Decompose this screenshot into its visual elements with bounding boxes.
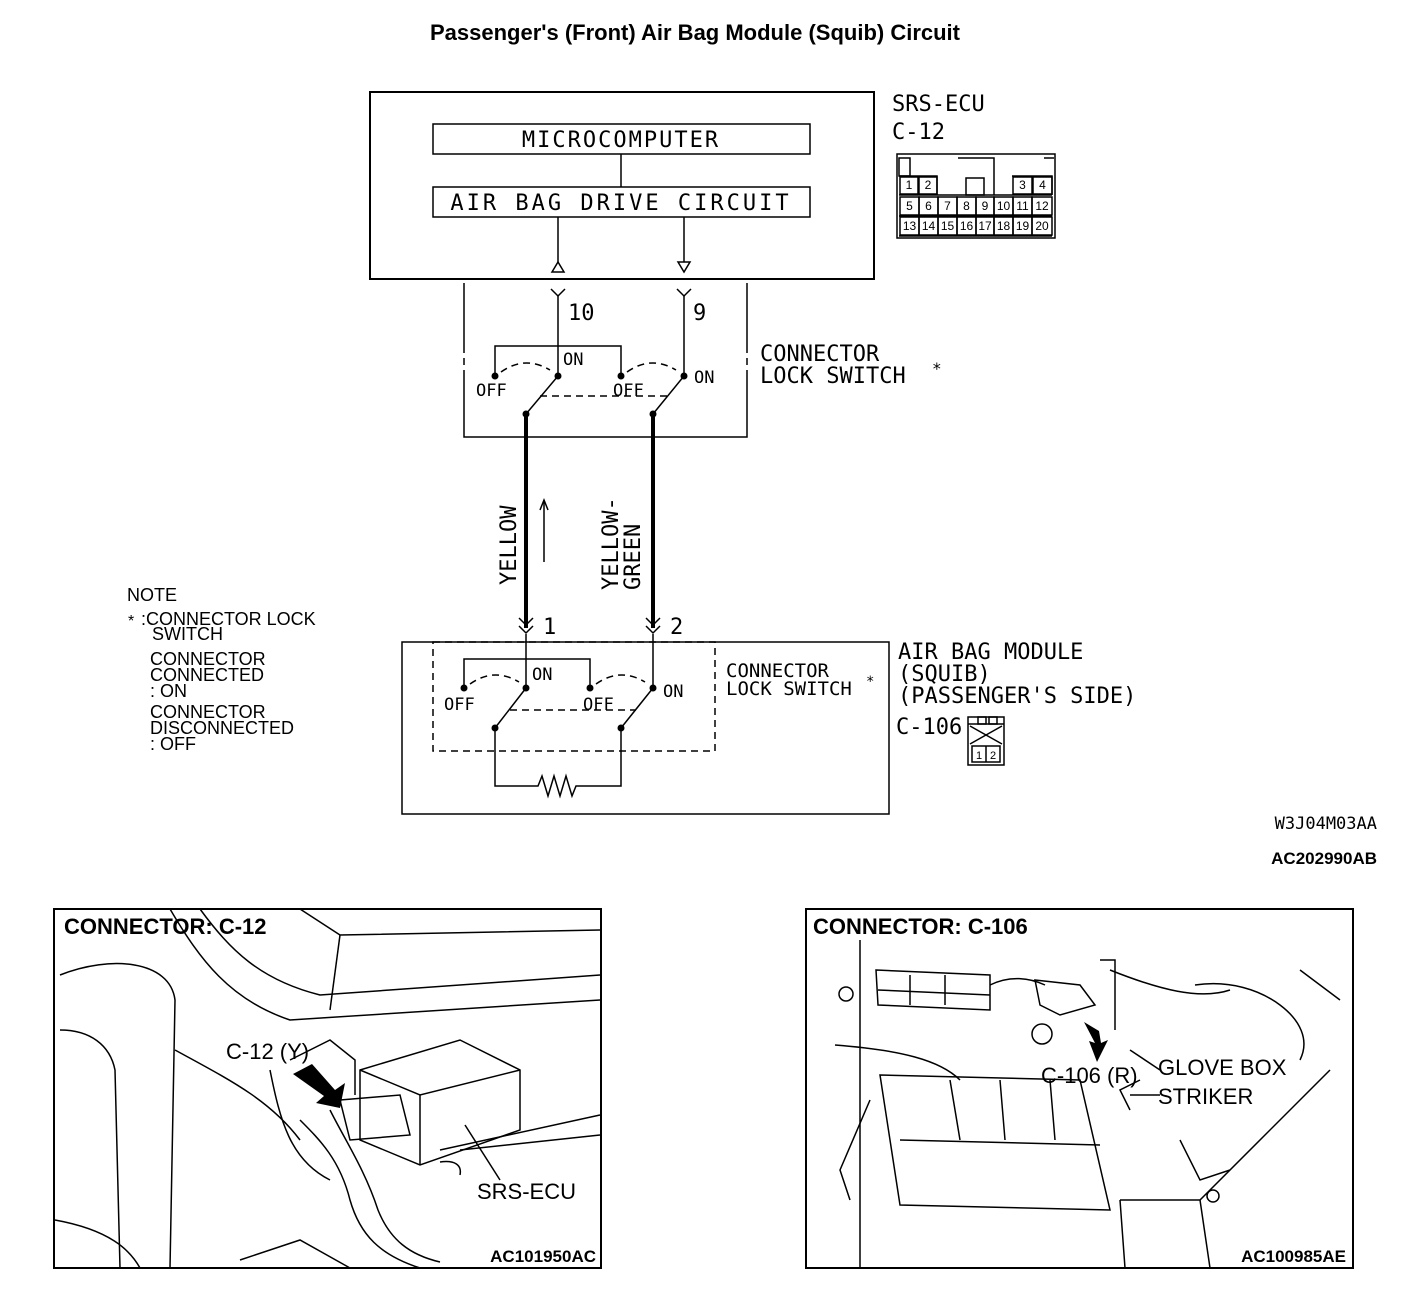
module-lock-switch-outline	[432, 641, 716, 752]
c12-pin-5: 5	[906, 199, 913, 213]
panel-right-code: AC100985AE	[1241, 1247, 1346, 1266]
upper-switch-a-on: ON	[563, 350, 583, 370]
note-line-7: DISCONNECTED	[150, 718, 294, 738]
c12-pin-16: 16	[960, 219, 974, 233]
module-name-3: (PASSENGER'S SIDE)	[898, 684, 1136, 709]
panel-left-callout: C-12 (Y)	[226, 1039, 309, 1064]
c106-connector-face: 1 2	[967, 716, 1005, 766]
panel-right-title: CONNECTOR: C-106	[813, 914, 1028, 939]
upper-switch-label-1: CONNECTOR	[760, 342, 880, 367]
c12-pin-19: 19	[1016, 219, 1030, 233]
module-connector-id: C-106	[896, 715, 962, 740]
c12-pin-9: 9	[982, 199, 989, 213]
note-asterisk: *	[128, 613, 134, 630]
wire-yellow-label: YELLOW	[497, 505, 522, 585]
c12-pin-6: 6	[925, 199, 932, 213]
note-line-1: :CONNECTOR LOCK	[141, 609, 316, 629]
module-switch-a-on: ON	[532, 665, 552, 685]
diagram-code: W3J04M03AA	[1275, 814, 1377, 834]
c12-pin-13: 13	[903, 219, 917, 233]
note-heading: NOTE	[127, 585, 177, 605]
note-line-5: : ON	[150, 681, 187, 701]
c12-pin-8: 8	[963, 199, 970, 213]
upper-switch-label-2: LOCK SWITCH	[760, 364, 906, 389]
c12-pin-4: 4	[1039, 178, 1046, 192]
module-switch-asterisk: *	[866, 674, 874, 690]
wire-yellow-green-label-2: GREEN	[621, 524, 646, 590]
c12-pin-1: 1	[906, 178, 913, 192]
c106-callout-arrow-icon	[1084, 1022, 1108, 1062]
c12-pin-18: 18	[997, 219, 1011, 233]
c12-callout-arrow-icon	[293, 1064, 345, 1108]
ecu-name: SRS-ECU	[892, 92, 985, 117]
c12-dashboard-illustration	[54, 908, 601, 1269]
panel-left-code: AC101950AC	[490, 1247, 596, 1266]
ecu-box	[369, 91, 875, 280]
panel-right-label-2: STRIKER	[1158, 1084, 1253, 1109]
current-arrow-icon	[539, 497, 549, 511]
upper-switch-b-on: ON	[694, 368, 714, 388]
note-line-2: SWITCH	[152, 624, 223, 644]
upper-pin-9: 9	[693, 301, 706, 326]
wire-yellow-green-label-1: YELLOW-	[599, 497, 624, 590]
upper-pin-10: 10	[568, 301, 595, 326]
c12-pin-17: 17	[978, 219, 992, 233]
panel-left-title: CONNECTOR: C-12	[64, 914, 267, 939]
c12-pin-12: 12	[1035, 199, 1049, 213]
c106-pin-2: 2	[990, 750, 996, 762]
module-switch-label-2: LOCK SWITCH	[726, 678, 852, 700]
page-title: Passenger's (Front) Air Bag Module (Squi…	[430, 20, 961, 45]
module-switch-b-off: OFF	[583, 695, 614, 715]
module-pin-2: 2	[670, 615, 683, 640]
c12-pin-11: 11	[1016, 199, 1029, 213]
module-pin-1: 1	[543, 615, 556, 640]
panel-left-ecu-label: SRS-ECU	[477, 1179, 576, 1204]
drive-circuit-box	[432, 186, 811, 218]
output-arrow-down-icon	[676, 261, 692, 274]
squib-resistor	[494, 728, 622, 799]
module-switch-b-on: ON	[663, 682, 683, 702]
figure-code: AC202990AB	[1271, 849, 1377, 868]
panel-right-label-1: GLOVE BOX	[1158, 1055, 1287, 1080]
note-line-3: CONNECTOR	[150, 649, 266, 669]
c12-pin-3: 3	[1019, 178, 1026, 192]
c12-pin-14: 14	[922, 219, 936, 233]
c106-glovebox-illustration	[834, 940, 1341, 1269]
c12-pin-15: 15	[941, 219, 955, 233]
module-switch-label-1: CONNECTOR	[726, 660, 830, 682]
panel-right-callout: C-106 (R)	[1041, 1063, 1138, 1088]
note-block: NOTE * :CONNECTOR LOCK SWITCH CONNECTOR …	[127, 585, 316, 754]
upper-switch-outline	[463, 283, 748, 438]
module-name-1: AIR BAG MODULE	[898, 640, 1083, 665]
panel-c106: CONNECTOR: C-106 C-106 (R) GLOVE BOX STR…	[805, 908, 1354, 1269]
c12-pin-2: 2	[925, 178, 932, 192]
c106-bolt-icon	[1031, 1023, 1053, 1045]
drive-circuit-label: AIR BAG DRIVE CIRCUIT	[450, 191, 791, 216]
note-line-6: CONNECTOR	[150, 702, 266, 722]
note-line-4: CONNECTED	[150, 665, 264, 685]
microcomputer-label: MICROCOMPUTER	[522, 128, 720, 153]
c12-pin-10: 10	[997, 199, 1011, 213]
ecu-connector-id: C-12	[892, 120, 945, 145]
c12-pin-7: 7	[944, 199, 951, 213]
note-line-8: : OFF	[150, 734, 196, 754]
c106-pin-1: 1	[976, 750, 982, 762]
airbag-module-box	[401, 641, 890, 815]
module-name-2: (SQUIB)	[898, 662, 991, 687]
upper-switch-b-off: OFF	[613, 381, 644, 401]
c12-pin-20: 20	[1035, 219, 1049, 233]
upper-switch-a-off: OFF	[476, 381, 507, 401]
output-arrow-up-icon	[550, 260, 566, 273]
panel-c12: CONNECTOR: C-12 C-12 (Y) SRS-ECU AC10195…	[53, 908, 602, 1269]
module-switch-a-off: OFF	[444, 695, 475, 715]
upper-switch-asterisk: *	[932, 359, 942, 378]
